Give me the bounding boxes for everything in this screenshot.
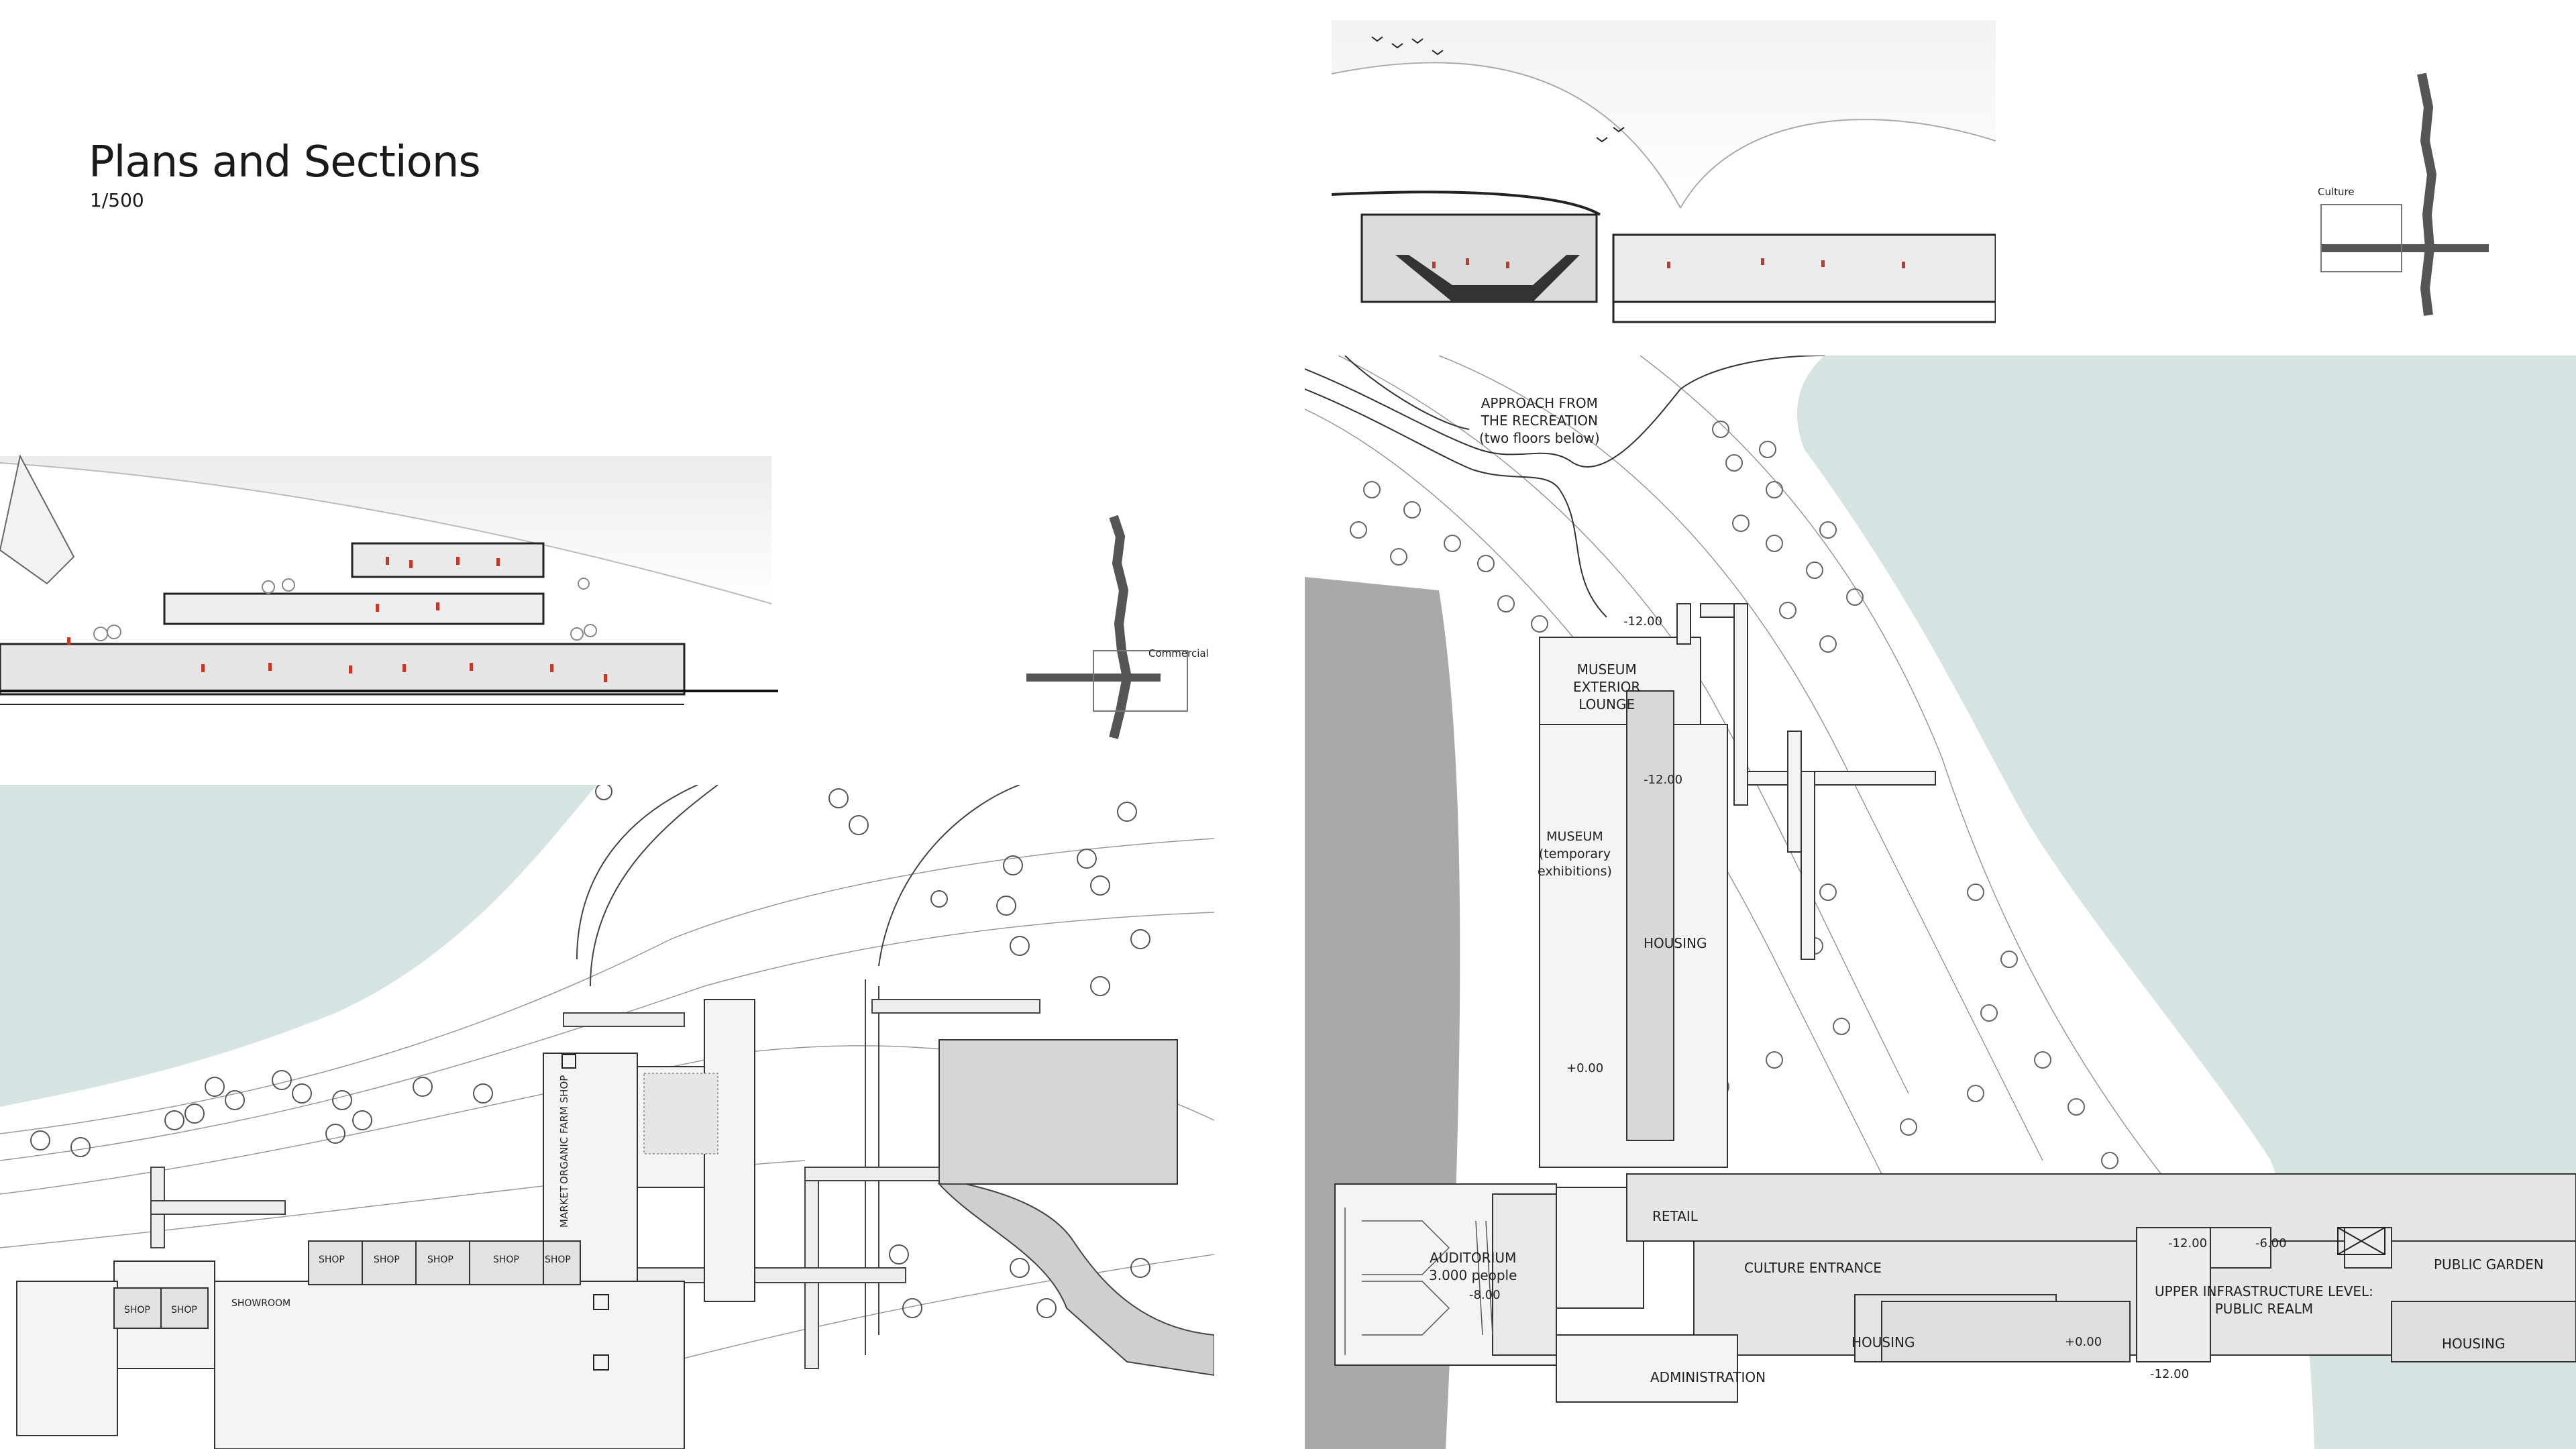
level-marker-5: -12.00 [2168, 1236, 2208, 1250]
level-marker-3: +0.00 [1566, 1061, 1604, 1075]
museum-lounge-label: MUSEUM EXTERIOR LOUNGE [1573, 661, 1641, 712]
shop-label-5: SHOP [545, 1254, 571, 1265]
level-marker-8: -12.00 [2150, 1367, 2190, 1381]
housing-label-3: HOUSING [2442, 1336, 2506, 1352]
upper-level-label: UPPER INFRASTRUCTURE LEVEL: PUBLIC REALM [2155, 1283, 2373, 1317]
culture-section-drawing [1332, 20, 1996, 342]
market-label: MARKET [558, 1185, 570, 1228]
culture-key-label: Culture [2318, 186, 2355, 198]
housing-label-1: HOUSING [1644, 935, 1707, 951]
retail-label: RETAIL [1652, 1208, 1698, 1224]
level-marker-7: +0.00 [2065, 1335, 2102, 1349]
commercial-section-drawing [0, 449, 778, 705]
public-garden-label: PUBLIC GARDEN [2434, 1256, 2544, 1273]
shop-label-6: SHOP [124, 1305, 150, 1316]
level-marker-2: -12.00 [1644, 773, 1683, 787]
culture-entrance-label: CULTURE ENTRANCE [1744, 1260, 1882, 1276]
housing-label-2: HOUSING [1851, 1334, 1915, 1350]
shop-label-1: SHOP [319, 1254, 345, 1265]
showroom-label: SHOWROOM [231, 1298, 291, 1309]
shop-label-3: SHOP [427, 1254, 453, 1265]
organic-farm-shop-label: ORGANIC FARM SHOP [558, 1075, 570, 1184]
culture-plan-drawing [1305, 356, 2576, 1449]
commercial-key-label: Commercial [1148, 647, 1209, 659]
administration-label: ADMINISTRATION [1650, 1369, 1766, 1385]
commercial-key-map [1026, 515, 1188, 739]
level-marker-1: -12.00 [1623, 614, 1663, 629]
shop-label-7: SHOP [171, 1305, 197, 1316]
auditorium-label: AUDITORIUM 3.000 people [1429, 1250, 1517, 1283]
page-title: Plans and Sections [89, 138, 481, 187]
culture-key-map [2320, 72, 2489, 316]
museum-label: MUSEUM (temporary exhibitions) [1538, 829, 1612, 879]
shop-label-2: SHOP [374, 1254, 400, 1265]
level-marker-6: -6.00 [2255, 1236, 2287, 1250]
scale-label: 1/500 [90, 189, 144, 211]
level-marker-4: -8.00 [1469, 1288, 1501, 1302]
commercial-plan-drawing [0, 785, 1214, 1449]
approach-label: APPROACH FROM THE RECREATION (two floors… [1479, 395, 1600, 446]
shop-label-4: SHOP [493, 1254, 519, 1265]
